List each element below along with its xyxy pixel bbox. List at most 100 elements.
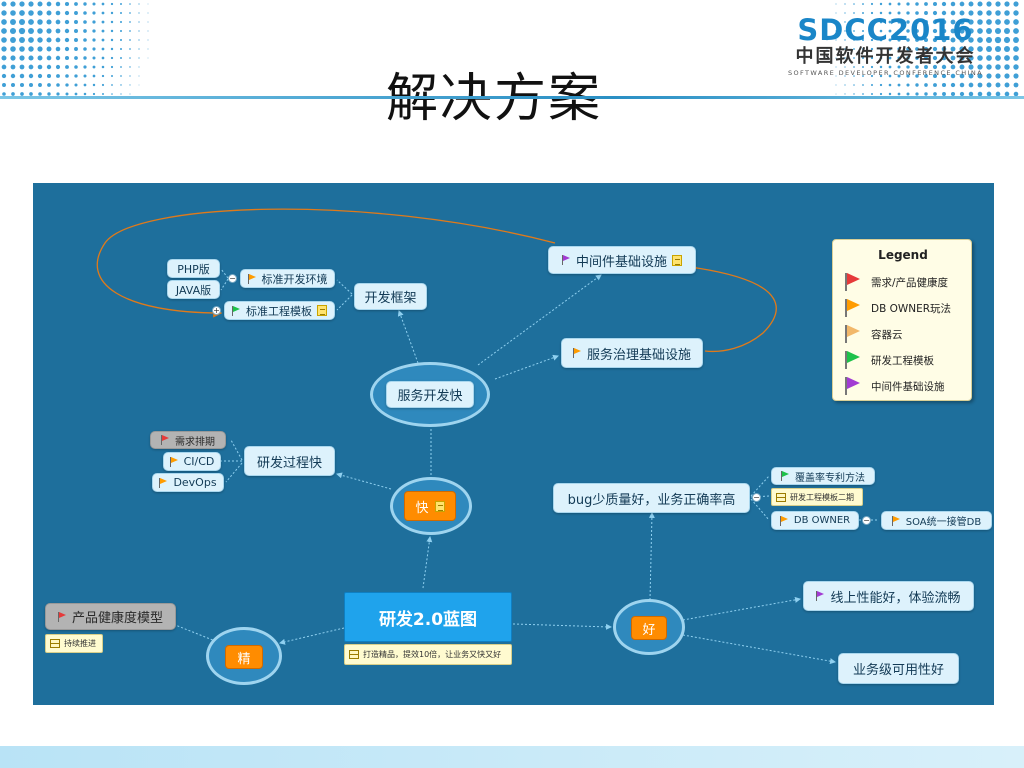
node-dev-framework[interactable]: 开发框架 xyxy=(354,283,427,310)
node-process-fast[interactable]: 研发过程快 xyxy=(244,446,335,476)
node-hao-cloud[interactable] xyxy=(613,599,685,655)
decor-dot xyxy=(55,46,61,52)
root-note-text: 打造精品，提效10倍，让业务又快又好 xyxy=(363,650,502,659)
header-line xyxy=(0,96,1024,99)
decor-dot xyxy=(10,64,16,70)
decor-dot xyxy=(942,92,946,96)
flag-orange-icon xyxy=(247,273,257,284)
node-php[interactable]: PHP版 xyxy=(167,259,220,278)
node-template2[interactable]: 研发工程模板二期 xyxy=(771,488,863,506)
node-availability[interactable]: 业务级可用性好 xyxy=(838,653,959,684)
decor-dot xyxy=(906,65,910,69)
decor-dot xyxy=(138,21,140,23)
decor-dot xyxy=(83,20,87,24)
decor-dot xyxy=(37,55,43,61)
node-soa-db[interactable]: SOA统一接管DB xyxy=(881,511,992,530)
decor-dot xyxy=(1013,10,1019,16)
node-java[interactable]: JAVA版 xyxy=(167,280,220,299)
decor-dot xyxy=(853,39,855,41)
decor-dot xyxy=(959,28,965,34)
decor-dot xyxy=(941,1,947,7)
decor-dot xyxy=(879,29,883,33)
link-framework-env xyxy=(336,279,353,295)
node-kuai[interactable]: 快 xyxy=(404,491,456,521)
decor-dot xyxy=(950,55,956,61)
node-cicd[interactable]: CI/CD xyxy=(163,452,221,471)
decor-dot xyxy=(994,36,1002,44)
node-service-dev-fast[interactable]: 服务开发快 xyxy=(386,381,474,408)
node-governance[interactable]: 服务治理基础设施 xyxy=(561,338,703,368)
decor-dot xyxy=(844,66,846,68)
decor-dot xyxy=(986,10,992,16)
node-jing[interactable]: 精 xyxy=(225,645,263,669)
decor-dot xyxy=(853,3,855,5)
decor-dot xyxy=(38,92,42,96)
decor-dot xyxy=(120,84,122,86)
decor-dot xyxy=(932,10,938,16)
link-bug-sub3 xyxy=(750,498,770,521)
decor-dot xyxy=(977,82,983,88)
flag-green-icon xyxy=(232,305,241,316)
node-health-model[interactable]: 产品健康度模型 xyxy=(45,603,176,630)
node-demand-schedule[interactable]: 需求排期 xyxy=(150,431,226,449)
mindmap-canvas: 服务开发快 开发框架 标准开发环境 − PHP版 JAVA版 标准工程模板 + … xyxy=(33,183,994,705)
collapse-bug-toggle[interactable]: − xyxy=(752,493,761,502)
decor-dot xyxy=(110,11,114,15)
decor-dot xyxy=(888,2,892,6)
node-bug-quality[interactable]: bug少质量好，业务正确率高 xyxy=(553,483,750,513)
decor-dot xyxy=(844,48,846,50)
decor-dot xyxy=(959,1,965,7)
node-middleware[interactable]: 中间件基础设施 xyxy=(548,246,696,274)
node-std-template[interactable]: 标准工程模板 xyxy=(224,301,335,320)
decor-dot xyxy=(46,64,52,70)
decor-dot xyxy=(74,47,78,51)
decor-dot xyxy=(897,92,901,96)
decor-dot xyxy=(879,56,883,60)
decor-dot xyxy=(73,28,79,34)
decor-dot xyxy=(888,29,892,33)
decor-dot xyxy=(862,57,864,59)
decor-dot xyxy=(853,30,855,32)
node-hao[interactable]: 好 xyxy=(631,616,667,640)
node-db-owner[interactable]: DB OWNER xyxy=(771,511,859,530)
decor-dot xyxy=(119,20,123,24)
node-root-blueprint[interactable]: 研发2.0蓝图 xyxy=(344,592,512,642)
collapse-env-toggle[interactable]: − xyxy=(228,274,237,283)
node-service-cloud[interactable]: 服务开发快 xyxy=(370,362,490,427)
memo-icon xyxy=(776,492,786,502)
node-coverage[interactable]: 覆盖率专利方法 xyxy=(771,467,875,485)
decor-dot xyxy=(853,84,855,86)
decor-dot xyxy=(64,55,70,61)
decor-dot xyxy=(906,29,910,33)
decor-dot xyxy=(950,37,956,43)
decor-dot xyxy=(129,3,131,5)
decor-dot xyxy=(1,73,7,79)
decor-dot xyxy=(10,10,16,16)
node-std-dev-env-label: 标准开发环境 xyxy=(261,272,328,286)
decor-dot xyxy=(844,75,846,77)
decor-dot xyxy=(977,73,983,79)
node-perf[interactable]: 线上性能好，体验流畅 xyxy=(803,581,974,611)
decor-dot xyxy=(64,46,70,52)
decor-dots-left xyxy=(1,1,149,96)
decor-dot xyxy=(55,1,61,7)
decor-dot xyxy=(950,19,956,25)
collapse-dbowner-toggle[interactable]: − xyxy=(862,516,871,525)
decor-dot xyxy=(92,47,96,51)
decor-dot xyxy=(959,64,965,70)
node-std-dev-env[interactable]: 标准开发环境 xyxy=(240,269,335,288)
decor-dot xyxy=(19,64,25,70)
decor-dot xyxy=(28,64,34,70)
flag-green-icon xyxy=(845,351,861,369)
node-kuai-cloud[interactable] xyxy=(390,477,472,535)
decor-dot xyxy=(101,56,105,60)
decor-dot xyxy=(870,83,874,87)
decor-dot xyxy=(1003,45,1011,53)
decor-dot xyxy=(129,12,131,14)
decor-dot xyxy=(941,46,947,52)
node-devops[interactable]: DevOps xyxy=(152,473,224,492)
decor-dot xyxy=(835,57,837,59)
relation-middleware-governance xyxy=(688,262,777,353)
decor-dot xyxy=(906,2,910,6)
expand-template-toggle[interactable]: + xyxy=(212,306,221,315)
